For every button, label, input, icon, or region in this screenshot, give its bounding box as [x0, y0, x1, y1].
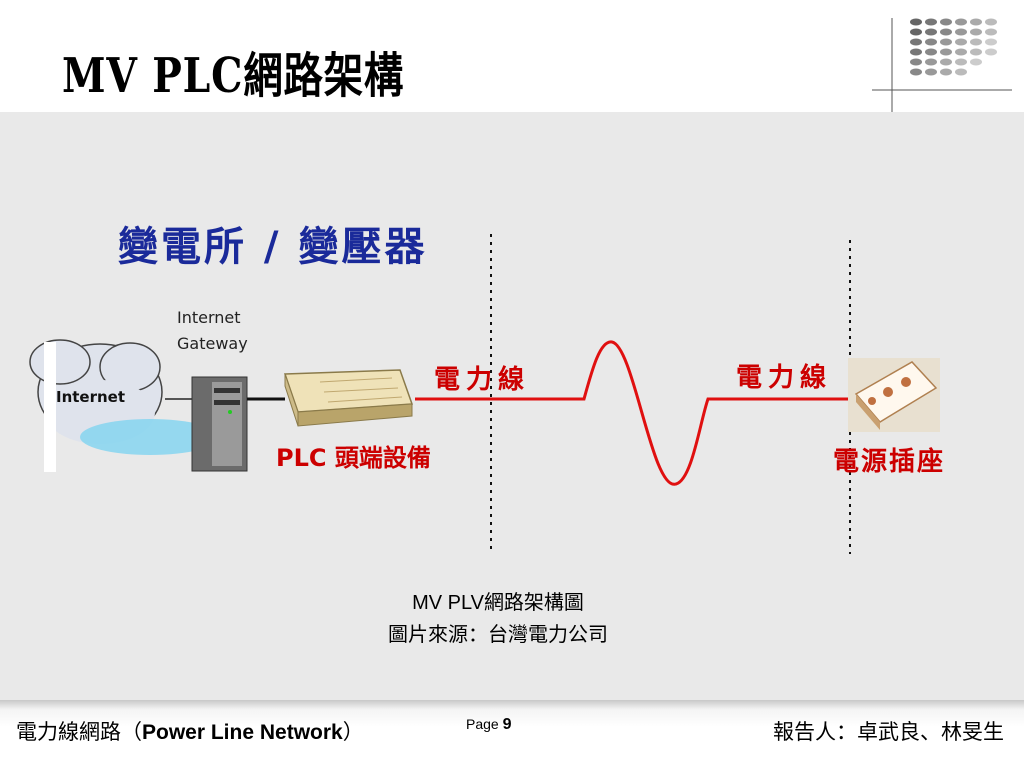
power-line-label-2: 電力線 [736, 362, 832, 393]
plc-head-end-label: PLC 頭端設備 [276, 444, 431, 472]
power-outlet-icon [848, 358, 940, 432]
cloud-label: Internet [56, 388, 125, 406]
decor-dot [970, 18, 982, 26]
decor-dot [970, 48, 982, 56]
decor-dot [985, 18, 997, 26]
outlet-label: 電源插座 [833, 446, 945, 477]
decor-dot [910, 58, 922, 66]
page-number-value: 9 [502, 716, 512, 733]
decor-dot [910, 18, 922, 26]
decor-dot [955, 18, 967, 26]
decor-dot [925, 58, 937, 66]
decor-dot [910, 28, 922, 36]
slide-title: MV PLC網路架構 [62, 48, 405, 104]
page-label: Page [466, 716, 499, 732]
decor-dot [940, 18, 952, 26]
diagram-caption-title: MV PLV網路架構圖 [412, 592, 584, 614]
decor-dot [925, 28, 937, 36]
mv-plc-network-diagram: Internet Internet Gateway 變電所 / 變壓器 PLC … [29, 224, 945, 554]
plc-head-end-device-icon [283, 369, 414, 427]
footer-bar [0, 700, 1024, 768]
decor-dot [925, 68, 937, 76]
internet-gateway-server-icon [165, 376, 248, 472]
internet-cloud-icon: Internet [29, 339, 220, 472]
decor-dot [970, 38, 982, 46]
decor-dot [955, 48, 967, 56]
decor-dot [940, 48, 952, 56]
substation-label: 變電所 / 變壓器 [118, 224, 427, 270]
gateway-label-line2: Gateway [177, 334, 248, 353]
footer-topic-prefix: 電力線網路（ [16, 721, 142, 744]
footer-topic: 電力線網路（Power Line Network） [16, 716, 364, 746]
footer-topic-english: Power Line Network [142, 721, 343, 744]
decor-dot [910, 48, 922, 56]
decor-dot [985, 28, 997, 36]
decor-dot [955, 28, 967, 36]
decor-dot [955, 38, 967, 46]
decor-dot [985, 38, 997, 46]
decor-dot [925, 38, 937, 46]
gateway-label-line1: Internet [177, 308, 241, 327]
decor-dot [940, 28, 952, 36]
decor-dot [940, 68, 952, 76]
footer-presenters: 報告人：卓武良、林旻生 [773, 721, 1004, 744]
diagram-caption-source: 圖片來源：台灣電力公司 [388, 624, 608, 646]
decor-dot [985, 48, 997, 56]
decor-dot [940, 58, 952, 66]
corner-dots-decoration [872, 18, 1012, 118]
decor-dot [970, 58, 982, 66]
decor-dot [925, 18, 937, 26]
decor-dot [955, 58, 967, 66]
decor-dot [970, 28, 982, 36]
decor-dot [940, 38, 952, 46]
decor-dot [925, 48, 937, 56]
power-line [415, 340, 850, 486]
decor-dot [910, 68, 922, 76]
decor-dot [955, 68, 967, 76]
footer-topic-suffix: ） [342, 721, 364, 744]
decor-dot [910, 38, 922, 46]
power-line-label-1: 電力線 [434, 364, 530, 395]
page-number: Page 9 [466, 716, 512, 734]
